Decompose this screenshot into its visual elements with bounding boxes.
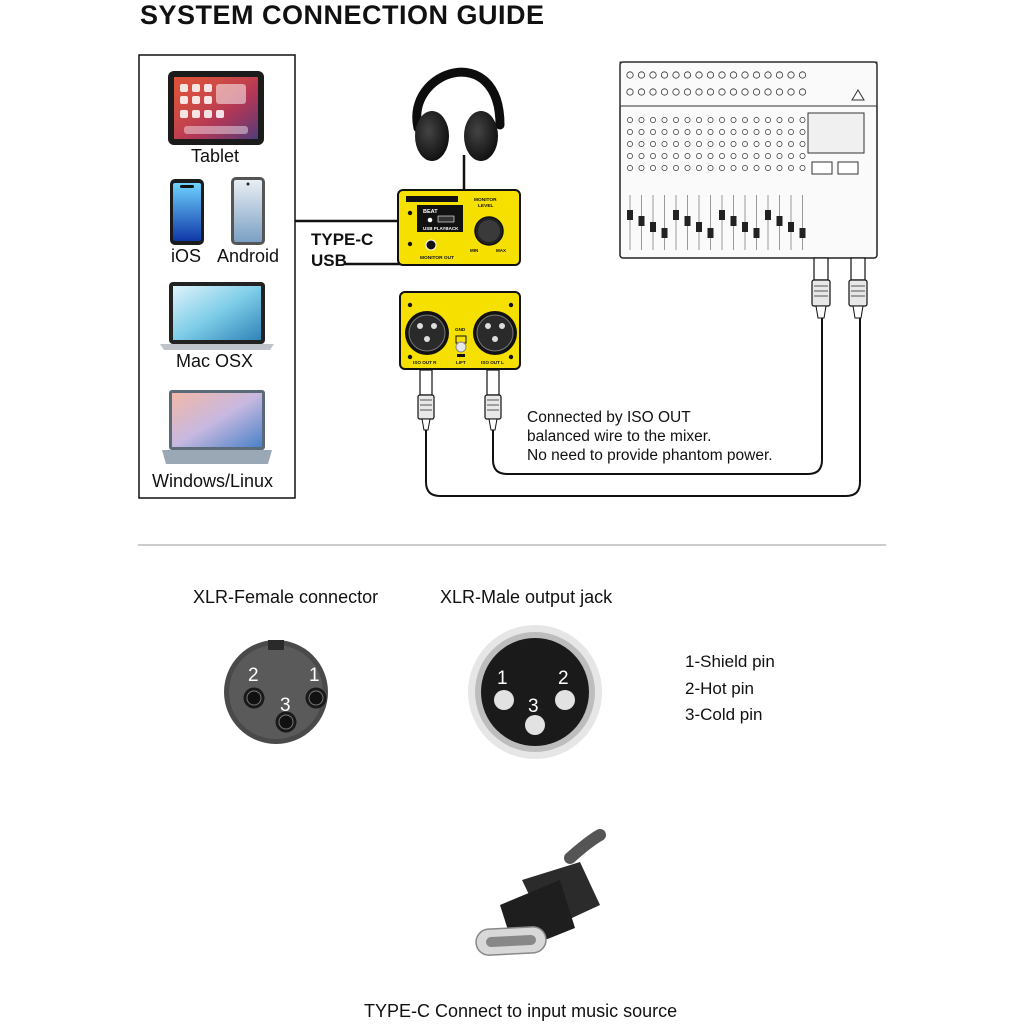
- monitor-out-label: MONITOR OUT: [420, 255, 454, 261]
- usb-playback-label: USB PLAYBACK: [423, 226, 459, 231]
- type-c-label-line1: TYPE-C: [311, 230, 374, 249]
- iso-out-l-label: ISO OUT L: [481, 360, 504, 365]
- xlr-female-title: XLR-Female connector: [193, 587, 379, 607]
- gnd-label: GND: [455, 327, 466, 332]
- mac-laptop-icon: [160, 282, 274, 350]
- mac-label: Mac OSX: [176, 351, 254, 371]
- pin-legend-item: 3-Cold pin: [685, 705, 763, 724]
- female-pin-3-label: 3: [280, 695, 291, 716]
- xlr-male-jack-icon: 1 2 3: [468, 625, 602, 759]
- xlr-jack-l: [473, 311, 517, 355]
- iso-cable-inner: [492, 318, 823, 475]
- knob-max-label: MAX: [496, 248, 506, 253]
- type-c-label-line2: USB: [311, 251, 347, 270]
- ios-label: iOS: [171, 246, 202, 266]
- ios-phone-icon: [170, 179, 204, 245]
- iso-out-unit: ISO OUT R ISO OUT L GND LIFT: [399, 291, 521, 370]
- xlr-plug-r: [417, 369, 435, 431]
- monitor-level-label-1: MONITOR: [474, 197, 497, 203]
- mixer-xlr-plug-2: [848, 257, 868, 319]
- ground-lift-switch: [455, 341, 467, 353]
- page-title: SYSTEM CONNECTION GUIDE: [140, 0, 545, 30]
- usb-c-cable-icon: [475, 829, 606, 956]
- device-panel: [138, 54, 296, 499]
- male-pin-1-label: 1: [497, 668, 508, 689]
- xlr-female-connector-icon: 2 1 3: [224, 640, 328, 744]
- lift-label: LIFT: [456, 360, 466, 365]
- iso-cable-outer: [425, 318, 861, 497]
- iso-out-r-label: ISO OUT R: [413, 360, 437, 365]
- android-label: Android: [217, 246, 280, 266]
- android-phone-icon: [231, 177, 265, 245]
- female-pin-1-label: 1: [309, 665, 320, 686]
- note-line-2: balanced wire to the mixer.: [527, 428, 712, 445]
- female-pin-2-label: 2: [248, 665, 259, 686]
- monitor-level-label-2: LEVEL: [478, 203, 494, 209]
- monitor-usb-unit: BEAT USB PLAYBACK MONITOR OUT MONITOR LE…: [397, 189, 521, 266]
- usb-c-caption: TYPE-C Connect to input music source: [364, 1001, 678, 1021]
- headphones-icon: [412, 67, 505, 161]
- mixer-xlr-plug-1: [811, 257, 831, 319]
- tablet-icon: [168, 71, 264, 145]
- monitor-out-jack: [425, 239, 437, 251]
- pin-legend: 1-Shield pin 2-Hot pin 3-Cold pin: [685, 649, 775, 729]
- connection-note: Connected by ISO OUT balanced wire to th…: [527, 408, 773, 465]
- windows-laptop-icon: [162, 390, 272, 464]
- pin-legend-item: 2-Hot pin: [685, 678, 754, 698]
- xlr-jack-r: [405, 311, 449, 355]
- male-pin-2-label: 2: [558, 668, 569, 689]
- windows-label: Windows/Linux: [152, 471, 274, 491]
- tablet-label: Tablet: [191, 146, 240, 166]
- knob-min-label: MIN: [470, 248, 478, 253]
- beat-label: BEAT: [423, 209, 438, 215]
- type-c-usb-label: TYPE-C USB: [311, 229, 373, 271]
- male-pin-3-label: 3: [528, 696, 539, 717]
- note-line-1: Connected by ISO OUT: [527, 409, 691, 426]
- xlr-male-title: XLR-Male output jack: [440, 587, 613, 607]
- note-line-3: No need to provide phantom power.: [527, 447, 773, 464]
- mixer-icon: [619, 61, 878, 259]
- xlr-plug-l: [484, 369, 502, 431]
- pin-legend-item: 1-Shield pin: [685, 652, 775, 671]
